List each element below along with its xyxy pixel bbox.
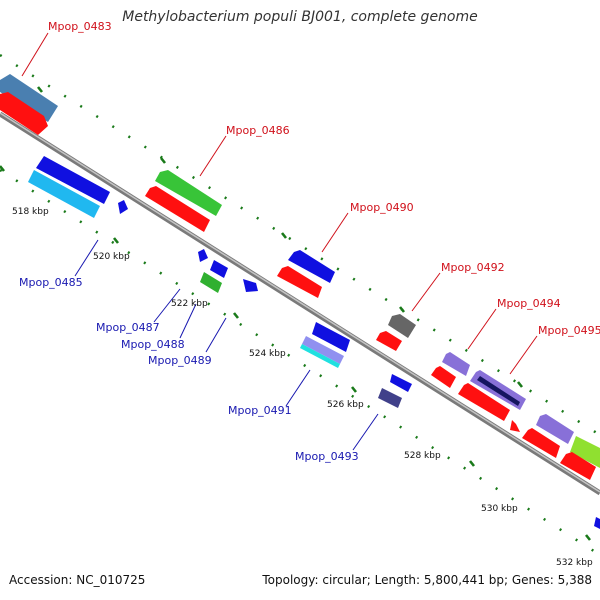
tick-dash: [468, 460, 476, 467]
kbp-tick-label: 532 kbp: [556, 558, 593, 568]
reverse-gene-labels: Mpop_0485 Mpop_0487 Mpop_0488 Mpop_0489 …: [19, 276, 359, 463]
cds-feature-small[interactable]: [510, 420, 520, 432]
gene-feature-0485-cyan[interactable]: [28, 170, 100, 218]
gene-feature-0493-top[interactable]: [390, 374, 412, 392]
cds-feature-edge-2[interactable]: [560, 452, 596, 480]
cds-feature-0492[interactable]: [376, 331, 402, 351]
gene-label-mpop-0491[interactable]: Mpop_0491: [228, 404, 292, 417]
gene-feature-0494[interactable]: [442, 352, 470, 376]
tick-dash: [232, 312, 240, 319]
gene-feature-0495-inner: [477, 376, 520, 406]
gene-label-mpop-0495[interactable]: Mpop_0495: [538, 324, 600, 337]
gene-label-mpop-0488[interactable]: Mpop_0488: [121, 338, 185, 351]
accession-text: Accession: NC_010725: [9, 573, 146, 587]
kbp-tick-labels: 518 kbp 520 kbp 522 kbp 524 kbp 526 kbp …: [12, 207, 593, 568]
cds-feature-0490[interactable]: [277, 266, 322, 298]
outer-dot-line: [0, 53, 600, 437]
inner-dot-line: [0, 168, 600, 557]
gene-feature-0490[interactable]: [288, 250, 335, 283]
kbp-tick-label: 522 kbp: [171, 299, 208, 309]
gene-label-mpop-0493[interactable]: Mpop_0493: [295, 450, 359, 463]
gene-feature-0487b[interactable]: [210, 260, 228, 278]
callout-lines: [21, 32, 538, 451]
forward-strand-features: [0, 74, 600, 480]
gene-feature-0491[interactable]: [312, 322, 350, 352]
gene-label-mpop-0486[interactable]: Mpop_0486: [226, 124, 290, 137]
gene-feature-0487[interactable]: [198, 249, 208, 262]
gene-feature-0488[interactable]: [200, 272, 222, 293]
gene-feature-0489[interactable]: [243, 279, 258, 292]
genome-backbone: [0, 111, 600, 496]
cds-feature-0486[interactable]: [145, 186, 210, 232]
cds-feature-0483[interactable]: [0, 92, 48, 135]
tick-dash: [159, 157, 167, 164]
cds-feature-0495[interactable]: [458, 383, 510, 421]
kbp-tick-label: 530 kbp: [481, 504, 518, 514]
kbp-tick-label: 524 kbp: [249, 349, 286, 359]
gene-label-mpop-0485[interactable]: Mpop_0485: [19, 276, 83, 289]
gene-feature-edge-1[interactable]: [536, 414, 574, 444]
gene-feature-0486[interactable]: [155, 170, 222, 216]
tick-dash: [0, 165, 6, 172]
kbp-tick-label: 528 kbp: [404, 451, 441, 461]
tick-dash: [516, 381, 524, 388]
kbp-tick-label: 520 kbp: [93, 252, 130, 262]
tick-dash: [584, 534, 592, 541]
kbp-tick-label: 518 kbp: [12, 207, 49, 217]
tick-dash: [280, 232, 288, 239]
gene-feature-0485[interactable]: [36, 156, 110, 204]
kbp-tick-label: 526 kbp: [327, 400, 364, 410]
gene-feature-small-1[interactable]: [118, 200, 128, 214]
gene-feature-edge-3[interactable]: [594, 517, 600, 529]
gene-feature-0493[interactable]: [378, 388, 402, 408]
gene-label-mpop-0483[interactable]: Mpop_0483: [48, 20, 112, 33]
tick-dash: [112, 237, 120, 244]
tick-dashes: [0, 86, 592, 541]
gene-feature-0492[interactable]: [388, 314, 416, 338]
tick-dash: [350, 386, 358, 393]
forward-gene-labels: Mpop_0483 Mpop_0486 Mpop_0490 Mpop_0492 …: [48, 20, 600, 337]
gene-feature-0491-cyan[interactable]: [300, 344, 340, 368]
tick-dash: [36, 86, 44, 93]
genome-summary-text: Topology: circular; Length: 5,800,441 bp…: [262, 573, 592, 587]
gene-label-mpop-0492[interactable]: Mpop_0492: [441, 261, 505, 274]
gene-label-mpop-0487[interactable]: Mpop_0487: [96, 321, 160, 334]
gene-feature-0491-light[interactable]: [302, 336, 344, 364]
reverse-strand-features: [28, 156, 600, 529]
cds-feature-0494[interactable]: [431, 366, 456, 388]
page-title: Methylobacterium populi BJ001, complete …: [122, 9, 478, 25]
tick-dash: [398, 306, 406, 313]
gene-label-mpop-0494[interactable]: Mpop_0494: [497, 297, 561, 310]
gene-label-mpop-0490[interactable]: Mpop_0490: [350, 201, 414, 214]
gene-feature-0483[interactable]: [0, 74, 58, 122]
gene-label-mpop-0489[interactable]: Mpop_0489: [148, 354, 212, 367]
cds-feature-edge-1[interactable]: [522, 428, 560, 458]
gene-feature-edge-2[interactable]: [570, 436, 600, 468]
